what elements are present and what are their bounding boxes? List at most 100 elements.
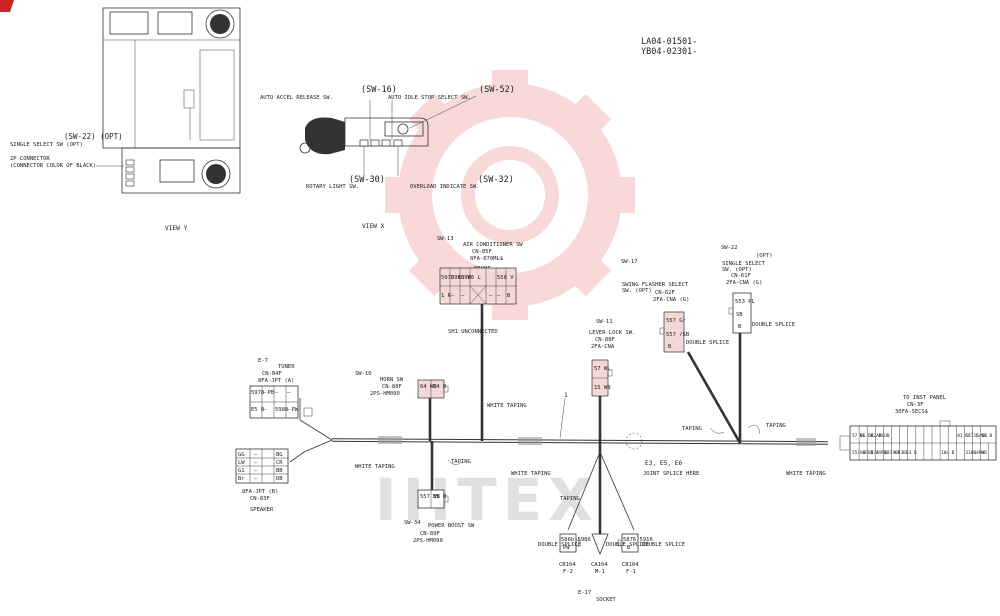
view-x-sw30: (SW-30): [349, 175, 385, 185]
inst-panel-pin: 80 LR: [860, 450, 874, 456]
socket-connectors: 586b 5986 PW 5876 5916 B: [559, 533, 653, 556]
sw22-connector: 553 PL SB B: [728, 292, 756, 334]
label-white-taping-1: WHITE TAPING: [487, 403, 527, 409]
svg-text:2FA-CNA (G): 2FA-CNA (G): [726, 280, 762, 286]
sw22-labels: SW-22 (OPT) SINGLE SELECT SW. (OPT) CN-6…: [721, 245, 795, 328]
svg-text:64 WB: 64 WB: [420, 384, 437, 390]
svg-text:—: —: [489, 293, 493, 299]
svg-text:POWER BOOST SW: POWER BOOST SW: [428, 523, 475, 529]
svg-text:—: —: [254, 460, 258, 466]
joint-splice: JOINT SPLICE HERE: [643, 471, 699, 477]
speaker-connector: GG LW G1 Br — — — — BG CR BB DB: [235, 448, 289, 484]
svg-text:5978 PB: 5978 PB: [251, 390, 275, 396]
svg-text:CN-88F: CN-88F: [382, 384, 402, 390]
svg-text:2PS-HM090: 2PS-HM090: [413, 538, 443, 544]
svg-text:LW: LW: [238, 460, 245, 466]
main-harness: [289, 300, 829, 535]
svg-text:SW-34: SW-34: [404, 520, 421, 526]
svg-text:5988 PW: 5988 PW: [275, 407, 299, 413]
svg-text:8FA-JPT (B): 8FA-JPT (B): [242, 489, 278, 495]
svg-text:CA104: CA104: [591, 562, 608, 568]
sw10-labels: SW-10 HORN SW CN-88F 2PS-HM090: [355, 371, 404, 397]
view-x-sw52: (SW-52): [479, 85, 515, 95]
svg-text:CB104: CB104: [622, 562, 639, 568]
branch-number: 1: [564, 392, 568, 399]
svg-text:1 R: 1 R: [441, 293, 452, 299]
svg-text:DOUBLE SPLICE: DOUBLE SPLICE: [606, 542, 649, 548]
svg-text:—: —: [287, 407, 291, 413]
svg-text:SW. (OPT): SW. (OPT): [722, 267, 752, 273]
inst-panel-pin: 69 Gr: [876, 450, 890, 456]
inst-panel-pin: 81 Gr: [957, 433, 971, 439]
label-white-taping-4: WHITE TAPING: [786, 471, 826, 477]
svg-text:DOUBLE SPLICE: DOUBLE SPLICE: [642, 542, 685, 548]
svg-text:PW: PW: [563, 545, 570, 551]
svg-text:DOUBLE SPLICE: DOUBLE SPLICE: [538, 542, 581, 548]
svg-text:DOUBLE SPLICE: DOUBLE SPLICE: [686, 340, 729, 346]
inst-panel-pin: 557 GR: [852, 450, 868, 456]
svg-text:B: B: [738, 324, 742, 330]
svg-text:E5 B: E5 B: [251, 407, 265, 413]
view-x-auto-accel: AUTO ACCEL RELEASE SW.: [260, 95, 333, 101]
svg-text:—: —: [287, 390, 291, 396]
svg-text:SWING FLASHER SELECT: SWING FLASHER SELECT: [622, 282, 689, 288]
inst-panel-labels: TO INST PANEL CN-3F 30FA-SECS$: [895, 395, 947, 415]
svg-text:SPEAKER: SPEAKER: [250, 507, 274, 513]
sw10-connector: 64 WB 64 B: [417, 379, 449, 399]
sw17-labels: SW-17 SWING FLASHER SELECT SW. (OPT) CN-…: [621, 259, 729, 346]
inst-panel-pin: 582 PL: [868, 433, 884, 439]
svg-text:GG: GG: [238, 452, 245, 458]
svg-text:Br: Br: [238, 476, 245, 482]
svg-text:—: —: [451, 293, 455, 299]
svg-text:30FA-SECS$: 30FA-SECS$: [895, 409, 928, 415]
svg-text:5876 5916: 5876 5916: [623, 537, 653, 543]
label-taping-2: TAPING: [682, 426, 702, 432]
sw34-labels: SW-34 POWER BOOST SW CN-89F 2PS-HM090: [404, 520, 475, 544]
inst-panel-pin: 3 B: [909, 450, 917, 456]
svg-text:(OPT): (OPT): [756, 253, 773, 259]
svg-text:G1: G1: [238, 468, 245, 474]
inst-panel-pin: 3386 PW: [965, 450, 984, 456]
svg-text:557 WB: 557 WB: [420, 494, 441, 500]
svg-text:HORN SW: HORN SW: [380, 377, 404, 383]
inst-panel-pin: 557 Gr: [965, 433, 981, 439]
svg-text:F-1: F-1: [626, 569, 636, 575]
svg-text:—: —: [497, 293, 501, 299]
svg-text:5978 Y: 5978 Y: [441, 275, 462, 281]
svg-text:SW-11: SW-11: [596, 319, 613, 325]
svg-text:B: B: [668, 344, 672, 350]
svg-text:CN-62F: CN-62F: [655, 290, 675, 296]
svg-text:557 Gr: 557 Gr: [666, 318, 687, 324]
svg-text:—: —: [275, 390, 279, 396]
inst-panel-pin: 557A PB: [868, 450, 887, 456]
svg-text:—: —: [254, 468, 258, 474]
svg-text:CN-3F: CN-3F: [907, 402, 924, 408]
svg-text:CN-84F: CN-84F: [262, 371, 282, 377]
svg-text:B: B: [507, 293, 511, 299]
view-y-connector-line2: (CONNECTOR COLOR OF BLACK): [10, 163, 96, 169]
svg-text:F-2: F-2: [563, 569, 573, 575]
socket-labels: DOUBLE SPLICE DOUBLE SPLICE DOUBLE SPLIC…: [538, 542, 685, 603]
svg-text:15 WB: 15 WB: [594, 385, 611, 391]
sw34-connector: 557 WB E9 B: [417, 489, 449, 509]
inst-panel-pin: 909 B: [893, 450, 907, 456]
svg-text:2PS-HM090: 2PS-HM090: [370, 391, 400, 397]
svg-text:8FA-JPT (A): 8FA-JPT (A): [258, 378, 294, 384]
inst-panel-pin: 54 WB: [974, 450, 988, 456]
inst-panel-pin: A8 DB: [876, 433, 890, 439]
svg-text:5968 W: 5968 W: [451, 275, 472, 281]
e7-connector: 5978 PB — — — E5 B — 5988 PW —: [249, 385, 313, 419]
svg-text:CN-89F: CN-89F: [420, 531, 440, 537]
svg-text:SW-22: SW-22: [721, 245, 738, 251]
view-x-overload: OVERLOAD INDICATE SW.: [410, 184, 480, 190]
view-x-title: VIEW X: [362, 223, 385, 230]
svg-text:M-1: M-1: [595, 569, 605, 575]
label-white-taping-2: WHITE TAPING: [355, 464, 395, 470]
svg-text:CN-88F: CN-88F: [595, 337, 615, 343]
view-x-drawing: [299, 95, 477, 176]
svg-text:SINGLE SELECT: SINGLE SELECT: [722, 261, 766, 267]
svg-text:SOCKET: SOCKET: [596, 597, 617, 603]
svg-text:2FA-CNA: 2FA-CNA: [591, 344, 615, 350]
